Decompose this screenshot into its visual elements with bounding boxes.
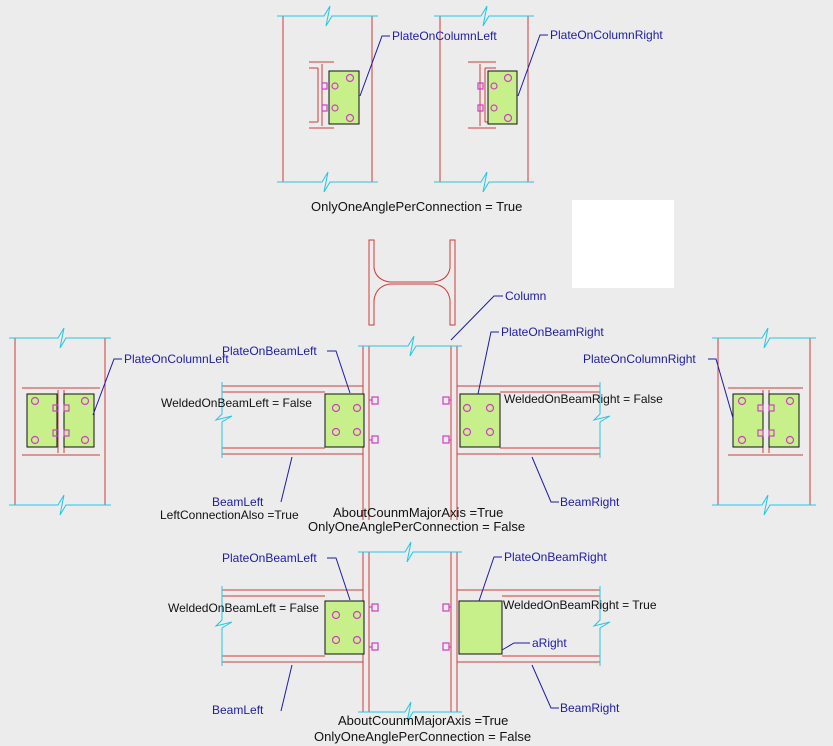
bottom-beam-left-breakline [214, 586, 233, 666]
bottom-view: PlateOnBeamLeft PlateOnBeamRight WeldedO… [168, 541, 657, 744]
middle-leaders [92, 295, 734, 503]
top-right-breaklines [434, 5, 534, 193]
side-left-bolts [30, 396, 90, 445]
label-column: Column [505, 289, 546, 303]
side-right-breaklines [712, 327, 816, 516]
label-side-plate-on-column-right: PlateOnColumnRight [583, 352, 696, 366]
side-left-plate-b [63, 393, 95, 448]
middle-beam-left [222, 385, 363, 455]
bottom-beam-left [222, 589, 363, 663]
middle-caption-line1: AboutCounmMajorAxis =True [333, 505, 503, 520]
top-left-breaklines [277, 5, 378, 193]
label-plate-on-beam-right: PlateOnBeamRight [501, 325, 604, 339]
label-bottom-plate-on-beam-right: PlateOnBeamRight [504, 550, 607, 564]
top-leaders [359, 34, 548, 97]
label-aright: aRight [532, 636, 567, 650]
middle-plate-on-beam-right [459, 393, 501, 448]
bottom-plate-on-beam-right [458, 600, 503, 655]
middle-view: Column PlateOnColumnLeft PlateOnBeamLeft… [9, 239, 816, 534]
top-right-beam-section [468, 61, 496, 129]
label-beam-left: BeamLeft [212, 495, 264, 509]
label-welded-on-beam-left: WeldedOnBeamLeft = False [161, 396, 312, 410]
label-left-connection-also: LeftConnectionAlso =True [160, 508, 299, 522]
label-bottom-beam-left: BeamLeft [212, 703, 264, 717]
middle-column-breakline [358, 335, 462, 357]
middle-beam-right [457, 385, 600, 455]
bottom-beam-right-breakline [592, 586, 611, 666]
middle-plate-on-beam-left [324, 393, 365, 448]
bottom-column-breakline-top [358, 541, 462, 563]
middle-left-bolts [331, 396, 379, 444]
bottom-right-bolts [442, 603, 451, 651]
side-right-plate-a [732, 393, 764, 448]
label-plate-on-column-left: PlateOnColumnLeft [392, 29, 497, 43]
blank-panel [572, 200, 674, 288]
label-bottom-beam-right: BeamRight [560, 701, 620, 715]
top-right-column [439, 16, 529, 182]
side-right-plate-b [768, 393, 800, 448]
bottom-caption-line2: OnlyOneAnglePerConnection = False [314, 729, 531, 744]
label-bottom-welded-on-beam-right: WeldedOnBeamRight = True [503, 598, 657, 612]
top-view: PlateOnColumnLeft PlateOnColumnRight Onl… [277, 5, 663, 214]
bottom-caption-line1: AboutCounmMajorAxis =True [338, 713, 508, 728]
middle-right-bolts [442, 396, 495, 444]
bottom-beam-right [457, 589, 600, 663]
middle-caption-line2: OnlyOneAnglePerConnection = False [308, 519, 525, 534]
label-plate-on-column-right: PlateOnColumnRight [550, 28, 663, 42]
top-right-bolts [477, 73, 513, 123]
bottom-column-breakline-bottom [358, 701, 462, 723]
side-left-breaklines [9, 327, 111, 516]
side-right-bolts [737, 396, 795, 445]
top-left-bolts [321, 73, 355, 123]
bottom-leaders [280, 556, 559, 712]
middle-beam-left-breakline [214, 382, 233, 458]
top-left-plate [328, 70, 360, 125]
label-welded-on-beam-right: WeldedOnBeamRight = False [504, 392, 663, 406]
top-right-plate [487, 70, 518, 125]
label-bottom-plate-on-beam-left: PlateOnBeamLeft [222, 551, 317, 565]
middle-column [362, 346, 458, 520]
label-side-plate-on-column-left: PlateOnColumnLeft [124, 352, 229, 366]
column-section [368, 239, 456, 326]
label-plate-on-beam-left: PlateOnBeamLeft [222, 344, 317, 358]
top-left-beam-section [309, 61, 334, 129]
label-bottom-welded-on-beam-left: WeldedOnBeamLeft = False [168, 601, 319, 615]
top-caption: OnlyOneAnglePerConnection = True [311, 199, 522, 214]
bottom-column [362, 552, 458, 712]
top-left-column [282, 16, 373, 182]
bottom-plate-on-beam-left [324, 600, 365, 655]
label-beam-right: BeamRight [560, 495, 620, 509]
bottom-left-bolts [331, 603, 379, 651]
middle-beam-right-breakline [592, 382, 611, 458]
